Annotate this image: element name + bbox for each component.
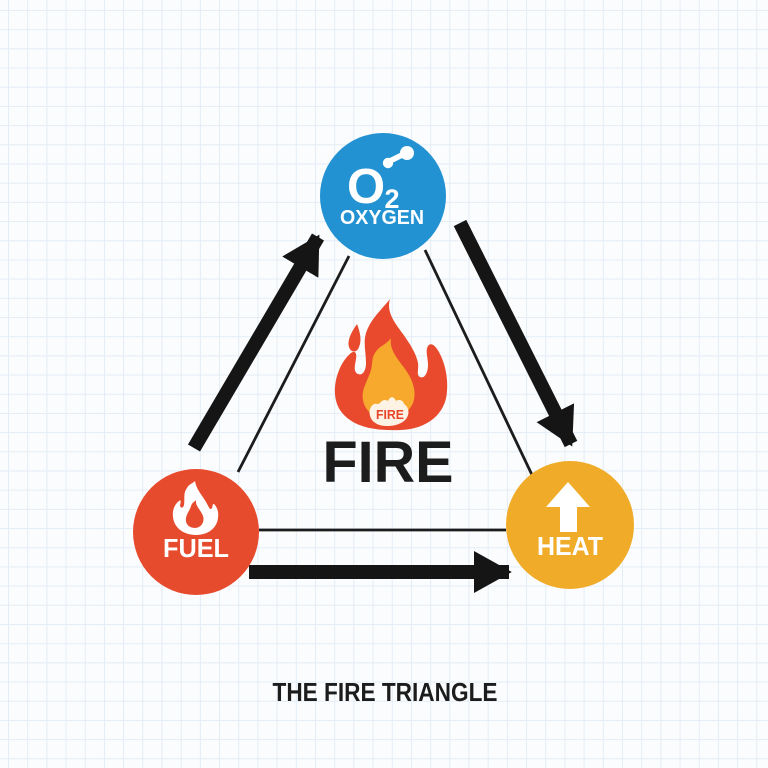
molecule-atom-small xyxy=(382,157,394,169)
oxygen-circle xyxy=(320,133,446,259)
fuel-node: FUEL xyxy=(133,469,259,595)
triangle-edge-fuel-oxygen xyxy=(236,255,351,473)
molecule-icon xyxy=(382,146,414,169)
heat-label: HEAT xyxy=(537,531,603,561)
oxygen-symbol: O xyxy=(347,160,385,214)
flame-icon-inner xyxy=(185,500,204,528)
flame-badge-label: FIRE xyxy=(376,407,404,422)
arrow-fuel-to-oxygen xyxy=(187,233,325,452)
oxygen-label: OXYGEN xyxy=(340,207,424,229)
oxygen-node: O 2 OXYGEN xyxy=(320,133,446,259)
fire-flame-icon: FIRE xyxy=(334,299,448,431)
fire-center-label: FIRE xyxy=(323,430,454,495)
arrow-oxygen-to-heat xyxy=(453,219,578,448)
heat-node: HEAT xyxy=(506,461,634,589)
center-flame-inner xyxy=(362,338,415,419)
center-flame-badge xyxy=(369,397,409,426)
oxygen-symbol-subscript: 2 xyxy=(384,184,399,214)
fuel-label: FUEL xyxy=(163,533,229,563)
flame-icon xyxy=(172,481,219,535)
center-flame-spark xyxy=(348,324,361,352)
arrow-up-icon xyxy=(546,482,590,532)
diagram-caption: THE FIRE TRIANGLE xyxy=(273,677,498,707)
molecule-atom-large xyxy=(400,146,414,160)
triangle-edge-oxygen-heat xyxy=(423,249,535,478)
